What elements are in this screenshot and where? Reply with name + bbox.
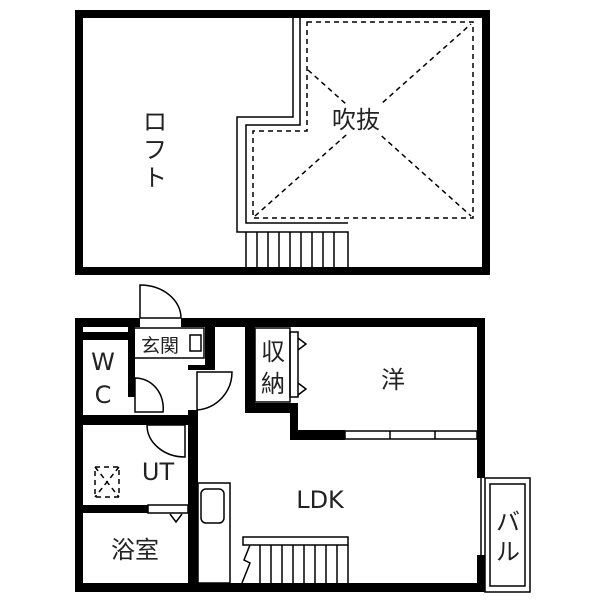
ut-door[interactable] [146,424,186,458]
upper-outer-wall [75,10,490,275]
ldk-label: LDK [296,486,345,514]
entrance-label: 玄関 [141,335,179,357]
western-room-label: 洋 [381,366,405,394]
bath-label: 浴室 [111,536,159,564]
washer-space [94,466,120,498]
ut-label: UT [142,458,175,486]
void-diagonal [307,69,472,217]
staircase [241,536,349,584]
entrance-door[interactable] [139,284,182,319]
loft-label: ト [143,164,167,192]
void-outline [252,21,474,219]
lower-floor: W C 玄関 UT 浴室 収 納 洋 [75,284,531,593]
wc-label: W [91,348,115,376]
wc-label: C [95,381,112,409]
loft-ladder [245,232,335,267]
wc-door[interactable] [134,377,164,413]
balcony [484,477,531,593]
storage-label: 収 [261,338,285,366]
upper-floor: 吹抜 ロ フ ト [75,10,490,275]
loft-railing-outer [236,18,349,267]
storage-label: 納 [261,370,285,398]
sink [200,488,225,524]
loft-railing-inner [245,18,348,224]
loft-label: フ [143,136,167,164]
void-label: 吹抜 [332,106,380,134]
kitchen-counter [197,482,231,584]
balcony-label: バ [496,508,520,536]
balcony-label: ル [496,538,520,566]
loft-label: ロ [143,108,167,136]
hall-door[interactable] [196,371,233,411]
